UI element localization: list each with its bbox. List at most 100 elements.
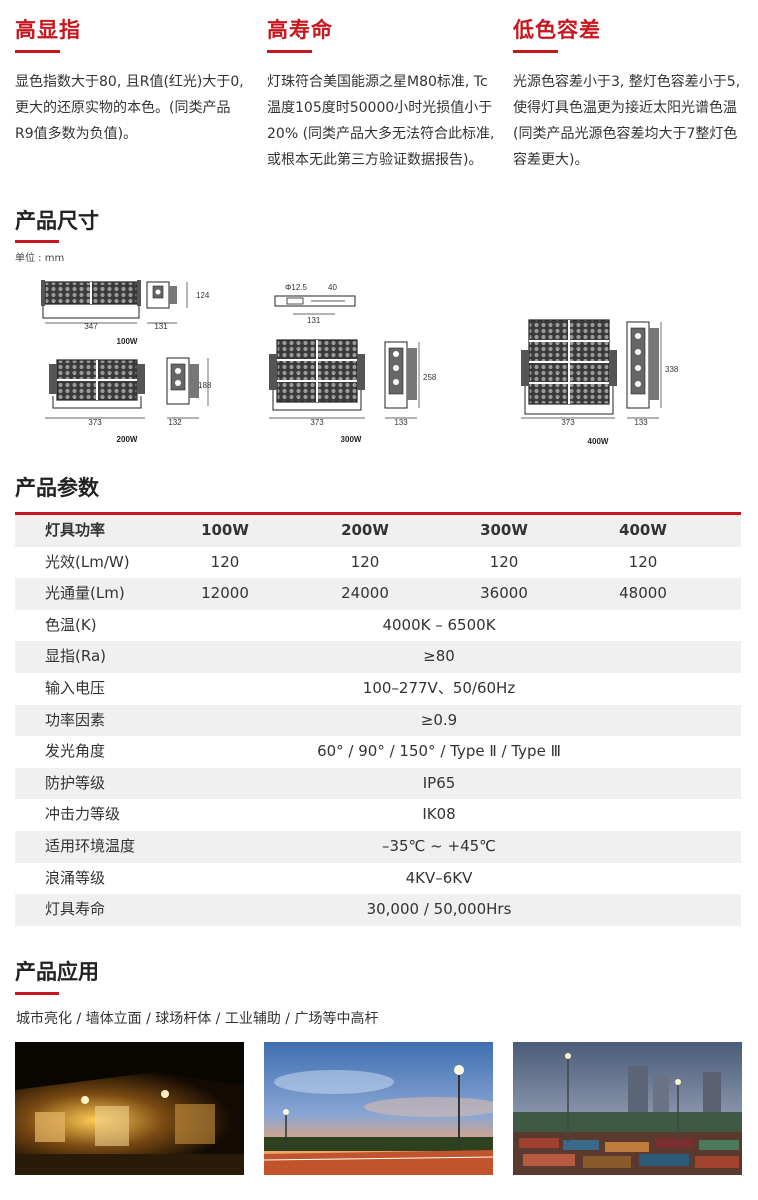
size-section-rule: [15, 240, 59, 243]
header-label: 灯具功率: [45, 521, 106, 539]
mount-arm: [42, 306, 140, 319]
mount-arm: [524, 386, 614, 415]
feature-title: 低色容差: [513, 18, 601, 42]
model-label: 100W: [117, 337, 138, 346]
row-label: 灯具寿命: [45, 900, 106, 919]
row-value: 120: [210, 552, 240, 571]
table-row: 功率因素 ≥0.9: [15, 704, 741, 737]
row-value: 36000: [480, 584, 528, 603]
container-yard-dusk-photo: [513, 1042, 742, 1175]
mount-arm: [52, 396, 142, 409]
dim-width: 373: [561, 418, 575, 427]
dimension-drawings: 347 124 131 100W 373 188 132 200W: [15, 268, 743, 453]
header-col: 100W: [201, 521, 249, 539]
row-label: 适用环境温度: [45, 836, 136, 855]
drawing-300w: Φ12.5 40 131 373 258 133 300W: [269, 283, 437, 444]
dim-depth: 133: [394, 418, 408, 427]
table-row: 适用环境温度 –35℃ ~ +45℃: [15, 830, 741, 863]
row-label: 冲击力等级: [45, 805, 121, 824]
feature-section: 高显指 显色指数大于80, 且R值(红光)大于0, 更大的还原实物的本色。(同类…: [15, 14, 743, 204]
dim-height: 258: [423, 373, 437, 382]
row-value: 60° / 90° / 150° / Type Ⅱ / Type Ⅲ: [317, 742, 561, 761]
dim-depth: 133: [634, 418, 648, 427]
warehouse-night-photo: [15, 1042, 244, 1175]
model-label: 300W: [341, 435, 362, 444]
bracket-left: [269, 354, 277, 390]
dim-top-b: 131: [307, 316, 321, 325]
header-col: 300W: [480, 521, 528, 539]
row-label: 色温(K): [45, 615, 97, 634]
dim-height: 124: [196, 291, 210, 300]
table-row: 光通量(Lm) 12000 24000 36000 48000: [15, 578, 741, 610]
dim-width: 373: [310, 418, 324, 427]
table-header-row: 灯具功率 100W 200W 300W 400W: [15, 515, 741, 547]
model-label: 200W: [117, 435, 138, 444]
table-row: 灯具寿命 30,000 / 50,000Hrs: [15, 894, 741, 926]
drawing-200w: 373 188 132 200W: [45, 357, 212, 444]
bracket-right: [609, 350, 617, 386]
dim-depth: 132: [168, 418, 182, 427]
row-value: IP65: [422, 773, 456, 792]
bracket-left: [49, 364, 57, 394]
table-row: 发光角度 60° / 90° / 150° / Type Ⅱ / Type Ⅲ: [15, 736, 741, 768]
dim-height: 188: [198, 381, 212, 390]
table-row: 输入电压 100–277V、50/60Hz: [15, 673, 741, 705]
model-label: 400W: [588, 437, 609, 446]
size-section-title: 产品尺寸: [15, 209, 99, 233]
header-col: 200W: [341, 521, 389, 539]
feature-rule: [267, 50, 312, 53]
bracket-left: [41, 280, 45, 306]
apps-section-rule: [15, 992, 59, 995]
row-label: 显指(Ra): [45, 647, 106, 666]
table-row: 色温(K) 4000K – 6500K: [15, 610, 741, 642]
table-row: 冲击力等级 IK08: [15, 799, 741, 831]
tennis-court-dusk-photo: [264, 1042, 493, 1175]
row-label: 发光角度: [45, 742, 106, 761]
dim-width: 347: [84, 322, 98, 331]
bracket-right: [137, 364, 145, 394]
row-value: 4000K – 6500K: [382, 615, 496, 634]
dim-top-a: 40: [328, 283, 337, 292]
row-label: 光通量(Lm): [45, 584, 125, 603]
row-value: 4KV–6KV: [405, 868, 473, 887]
row-value: –35℃ ~ +45℃: [381, 836, 497, 855]
row-value: ≥0.9: [420, 710, 458, 729]
feature-text: 光源色容差小于3, 整灯色容差小于5, 使得灯具色温更为接近太阳光谱色温(同类产…: [513, 74, 741, 168]
feature-title: 高寿命: [267, 18, 333, 42]
row-value: 12000: [201, 584, 249, 603]
row-value: 120: [350, 552, 380, 571]
dim-width: 373: [88, 418, 102, 427]
apps-section-title: 产品应用: [15, 960, 99, 984]
row-label: 防护等级: [45, 773, 106, 792]
drawing-400w: 373 338 133 400W: [521, 319, 679, 446]
unit-label: 单位 : mm: [15, 253, 65, 264]
dimension-drawings-svg: 347 124 131 100W 373 188 132 200W: [41, 280, 679, 446]
params-table: 灯具功率 100W 200W 300W 400W 光效(Lm/W) 120 12…: [15, 512, 741, 926]
row-value: 120: [489, 552, 519, 571]
table-row: 防护等级 IP65: [15, 767, 741, 800]
feature-high-cri: 高显指 显色指数大于80, 且R值(红光)大于0, 更大的还原实物的本色。(同类…: [15, 14, 247, 147]
row-value: 48000: [619, 584, 667, 603]
bracket-left: [521, 350, 529, 386]
drawing-100w: 347 124 131 100W: [41, 280, 210, 346]
feature-low-color-tolerance: 低色容差 光源色容差小于3, 整灯色容差小于5, 使得灯具色温更为接近太阳光谱色…: [513, 14, 745, 173]
row-label: 光效(Lm/W): [45, 552, 130, 571]
feature-title: 高显指: [15, 18, 81, 42]
row-value: 100–277V、50/60Hz: [362, 678, 516, 697]
table-row: 显指(Ra) ≥80: [15, 641, 741, 673]
dim-phi: Φ12.5: [285, 283, 308, 292]
row-label: 浪涌等级: [45, 868, 106, 887]
header-col: 400W: [619, 521, 667, 539]
row-value: 30,000 / 50,000Hrs: [366, 900, 512, 919]
feature-long-life: 高寿命 灯珠符合美国能源之星M80标准, Tc温度105度时50000小时光损值…: [267, 14, 499, 173]
row-label: 功率因素: [45, 710, 106, 729]
feature-rule: [513, 50, 558, 53]
mount-arm: [272, 390, 362, 411]
dim-depth: 131: [154, 322, 168, 331]
row-value: 120: [628, 552, 658, 571]
feature-text: 显色指数大于80, 且R值(红光)大于0, 更大的还原实物的本色。(同类产品R9…: [15, 74, 244, 142]
bracket-right: [137, 280, 141, 306]
row-label: 输入电压: [45, 678, 106, 697]
table-row: 光效(Lm/W) 120 120 120 120: [15, 547, 741, 579]
row-value: 24000: [341, 584, 389, 603]
